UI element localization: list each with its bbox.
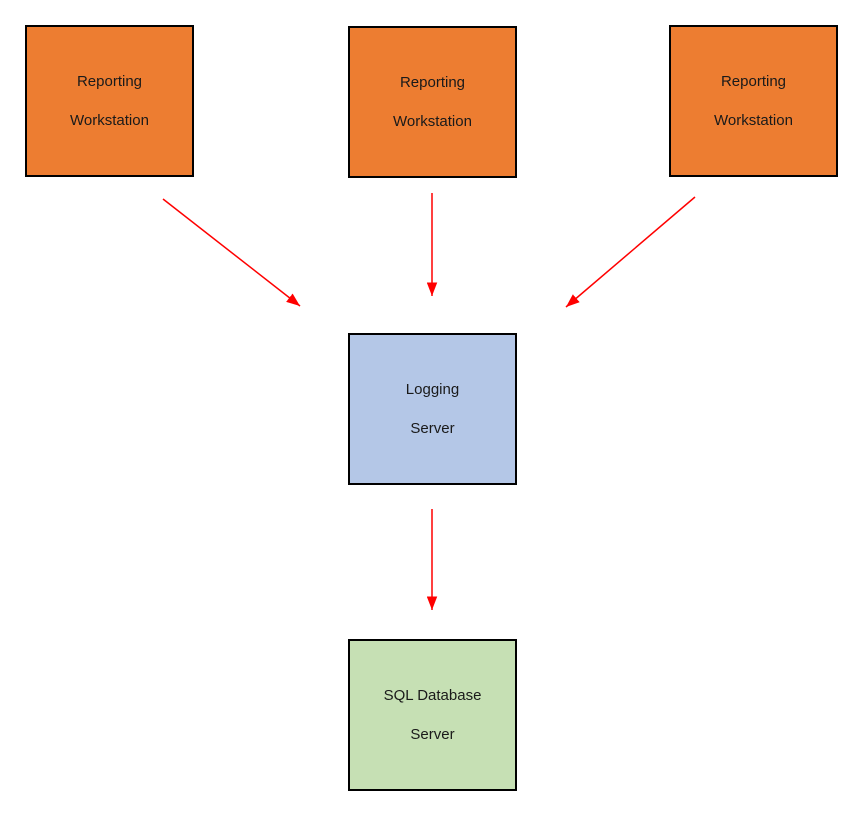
node-reporting-workstation-1: Reporting Workstation (25, 25, 194, 177)
node-label-line: SQL Database (383, 687, 482, 704)
arrow-workstation1-to-logging (162, 198, 301, 307)
node-label-line: Reporting (76, 73, 143, 90)
node-reporting-workstation-3: Reporting Workstation (669, 25, 838, 177)
node-label-line: Reporting (720, 73, 787, 90)
node-label-line: Server (410, 420, 455, 437)
node-label-line: Server (410, 726, 455, 743)
node-label-line: Workstation (393, 113, 472, 130)
arrow-workstation3-to-logging (565, 196, 696, 308)
node-label-line: Reporting (399, 74, 466, 91)
node-label-line: Logging (405, 381, 460, 398)
node-reporting-workstation-2: Reporting Workstation (348, 26, 517, 178)
node-label-line: Workstation (714, 112, 793, 129)
node-sql-database-server: SQL Database Server (348, 639, 517, 791)
node-logging-server: Logging Server (348, 333, 517, 485)
node-label-line: Workstation (70, 112, 149, 129)
